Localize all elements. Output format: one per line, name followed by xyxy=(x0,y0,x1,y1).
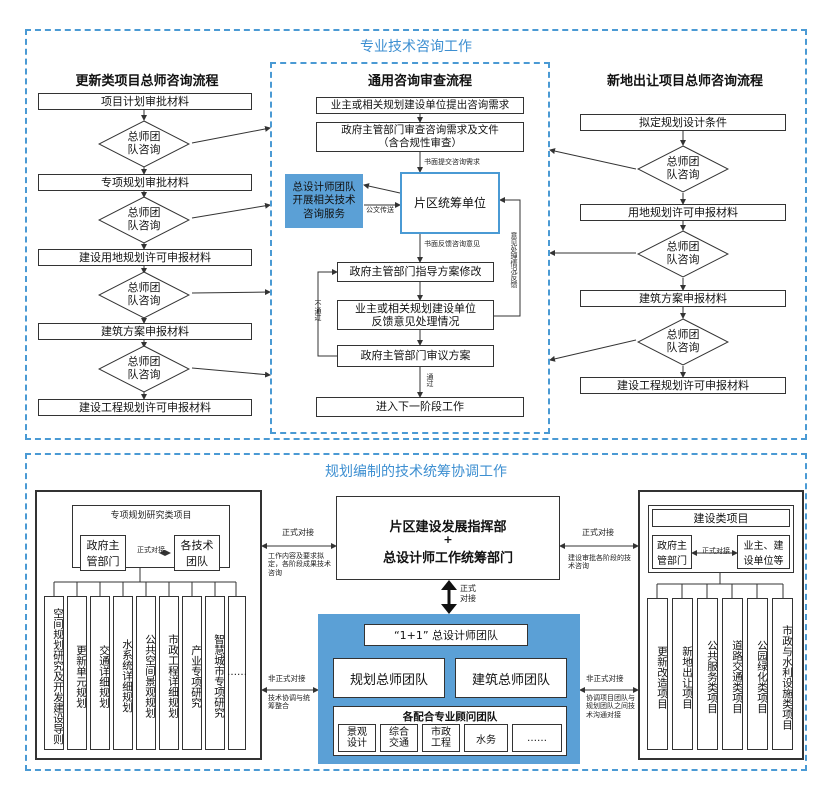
left-col-8: 智慧城市专项研究 xyxy=(205,596,225,750)
middle-step-1: 业主或相关规划建设单位提出咨询需求 xyxy=(316,97,524,114)
right-owner-box: 业主、建 设单位等 xyxy=(737,535,790,569)
right-col-2: 新地出让项目 xyxy=(672,598,693,750)
right-diamond-3: 总师团 队咨询 xyxy=(637,318,729,366)
left-step-5: 建设工程规划许可申报材料 xyxy=(38,399,252,416)
side-service-box: 总设计师团队 开展相关技术 咨询服务 xyxy=(285,174,363,228)
right-diamond-2: 总师团 队咨询 xyxy=(637,230,729,278)
hq-line-1: 片区建设发展指挥部 xyxy=(389,520,507,535)
formal-left-label: 正式对接 xyxy=(282,528,314,537)
bottom-section-title: 规划编制的技术统筹协调工作 xyxy=(325,464,507,480)
middle-step-3: 政府主管部门指导方案修改 xyxy=(337,262,494,282)
note-left-scope: 工作内容及要求拟定，各阶段成果技术咨询 xyxy=(268,552,331,577)
middle-flow-frame xyxy=(270,62,550,434)
consult-item-municipal: 市政 工程 xyxy=(422,724,460,752)
left-tech-box: 各技术 团队 xyxy=(174,535,220,571)
middle-step-4: 业主或相关规划建设单位 反馈意见处理情况 xyxy=(337,300,494,330)
hq-plus: + xyxy=(443,533,453,546)
middle-flow-title: 通用咨询审查流程 xyxy=(367,74,472,89)
right-col-5: 公园绿化类项目 xyxy=(747,598,768,750)
formal-right-label: 正式对接 xyxy=(582,528,614,537)
top-section xyxy=(25,29,807,440)
left-panel xyxy=(35,490,262,760)
planning-team: 规划总师团队 xyxy=(333,658,445,698)
left-step-3: 建设用地规划许可申报材料 xyxy=(38,249,252,266)
left-col-1: 空间规划研究及开发建设导则 xyxy=(44,596,64,750)
middle-step-2: 政府主管部门审查咨询需求及文件 （含合规性审查） xyxy=(316,122,524,152)
right-col-4: 道路交通类项目 xyxy=(722,598,743,750)
right-panel-header xyxy=(648,505,794,573)
right-flow-title: 新地出让项目总师咨询流程 xyxy=(606,74,763,89)
left-step-1: 项目计划审批材料 xyxy=(38,93,252,110)
right-step-3: 建筑方案申报材料 xyxy=(580,290,786,307)
consult-item-more: …… xyxy=(512,724,562,752)
left-col-3: 交通详细规划 xyxy=(90,596,110,750)
right-col-1: 更新改造项目 xyxy=(647,598,668,750)
right-panel-title: 建设类项目 xyxy=(652,509,790,527)
left-formal-label: 正式对接 xyxy=(137,546,165,554)
note-right-scope: 建设审批各阶段的技术咨询 xyxy=(568,554,631,571)
right-col-6: 市政与水利设施类项目 xyxy=(772,598,793,750)
left-panel-header xyxy=(72,505,230,568)
note-doc: 公文传送 xyxy=(366,206,394,214)
left-diamond-3: 总师团 队咨询 xyxy=(98,271,190,319)
left-diamond-1: 总师团 队咨询 xyxy=(98,120,190,168)
coord-right-note: 协调项目团队与规划团队之间技术沟通对接 xyxy=(586,694,635,719)
note-submit: 书面提交咨询需求 xyxy=(424,158,480,166)
note-fail: 不通过 xyxy=(314,300,322,321)
headquarters-box xyxy=(336,496,560,580)
right-step-4: 建设工程规划许可申报材料 xyxy=(580,377,786,394)
architecture-team: 建筑总师团队 xyxy=(455,658,567,698)
informal-left-label: 非正式对接 xyxy=(268,674,306,683)
left-flow-title: 更新类项目总师咨询流程 xyxy=(75,74,219,89)
left-col-4: 水系统详细规划 xyxy=(113,596,133,750)
consult-item-landscape: 景观 设计 xyxy=(338,724,376,752)
left-panel-title: 专项规划研究类项目 xyxy=(110,511,192,521)
middle-step-6: 进入下一阶段工作 xyxy=(316,397,524,417)
left-col-6: 市政工程详细规划 xyxy=(159,596,179,750)
left-col-2: 更新单元规划 xyxy=(67,596,87,750)
right-panel xyxy=(638,490,804,760)
bottom-section xyxy=(25,453,807,771)
left-diamond-4: 总师团 队咨询 xyxy=(98,345,190,393)
left-col-7: 产业专项研究 xyxy=(182,596,202,750)
hub-unit: 片区统筹单位 xyxy=(400,172,500,234)
left-step-4: 建筑方案申报材料 xyxy=(38,323,252,340)
consult-title: 各配合专业顾问团队 xyxy=(402,711,498,723)
consult-item-water: 水务 xyxy=(464,724,508,752)
right-diamond-1: 总师团 队咨询 xyxy=(637,145,729,193)
note-feedback: 书面反馈咨询意见 xyxy=(424,240,480,248)
hq-line-2: 总设计师工作统筹部门 xyxy=(382,551,513,566)
informal-right-label: 非正式对接 xyxy=(586,674,624,683)
right-gov-box: 政府主 管部门 xyxy=(652,535,692,569)
middle-step-5: 政府主管部门审议方案 xyxy=(337,345,494,367)
team-title: “1+1” 总设计师团队 xyxy=(364,624,528,646)
right-col-3: 公共服务类项目 xyxy=(697,598,718,750)
right-formal-label: 正式对接 xyxy=(702,547,730,555)
top-section-title: 专业技术咨询工作 xyxy=(360,39,472,55)
formal-down-label: 正式 对接 xyxy=(460,584,476,603)
left-gov-box: 政府主 管部门 xyxy=(80,535,126,571)
note-pass: 通过 xyxy=(426,373,434,387)
right-step-1: 拟定规划设计条件 xyxy=(580,114,786,131)
left-diamond-2: 总师团 队咨询 xyxy=(98,196,190,244)
left-step-2: 专项规划审批材料 xyxy=(38,174,252,191)
note-opinion: 意见处理情况反馈 xyxy=(510,232,518,288)
right-step-2: 用地规划许可申报材料 xyxy=(580,204,786,221)
coord-left-note: 技术协调与统筹整合 xyxy=(268,694,310,711)
left-col-5: 公共空间景观规划 xyxy=(136,596,156,750)
left-col-9: …… xyxy=(227,596,247,750)
consult-item-traffic: 综合 交通 xyxy=(380,724,418,752)
